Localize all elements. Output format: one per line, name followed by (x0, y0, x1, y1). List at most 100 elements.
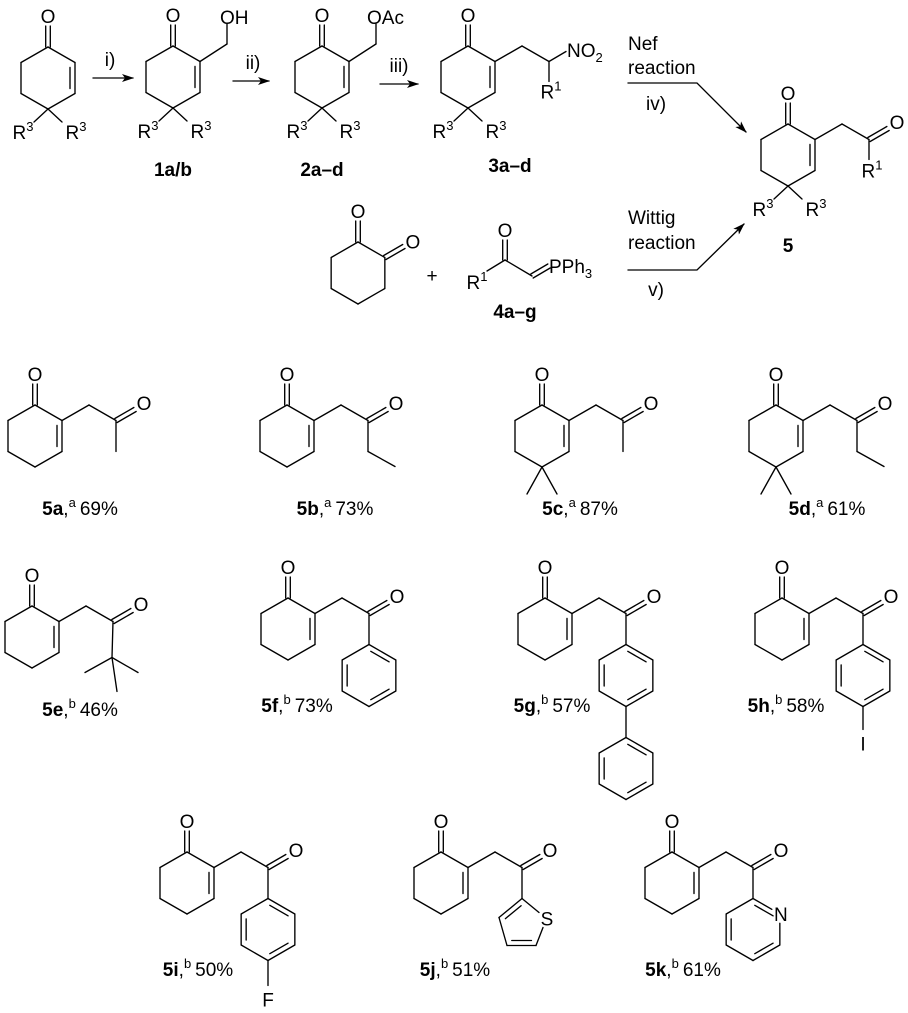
label-part: 4a–g (493, 302, 536, 323)
ring-bond (240, 944, 269, 962)
label-part: b (775, 692, 782, 707)
oxygen-atom: O (41, 7, 56, 28)
bond (340, 404, 369, 422)
ring-bond (760, 123, 789, 141)
label-part: O (280, 365, 295, 386)
oxygen-atom: O (461, 6, 476, 27)
ring-bond (862, 690, 891, 708)
ring-bond (787, 169, 816, 187)
label-part: 3 (79, 119, 86, 134)
label-part: 1 (480, 269, 487, 284)
bond (467, 851, 496, 869)
label-part: 2 (596, 50, 603, 65)
label-part: b (541, 692, 548, 707)
label-part: R (340, 122, 354, 143)
bond (595, 404, 624, 422)
oxygen-atom: O (405, 233, 420, 254)
ring-bond (781, 597, 810, 615)
label-part: R (862, 162, 876, 183)
label-part: a (816, 495, 824, 510)
ring-bond (240, 897, 269, 915)
double-bond (626, 603, 647, 617)
label-part: 1 (554, 79, 561, 94)
label-part: O (390, 587, 405, 608)
compound-label-2a-d: 2a–d (300, 160, 343, 181)
ring-bond (671, 851, 700, 869)
bond (111, 620, 114, 659)
wittig-label: Wittig (628, 208, 676, 229)
ring-bond (541, 404, 570, 422)
r3-group: R3 (191, 118, 212, 143)
label-part: v) (648, 280, 664, 301)
label-part: 46% (80, 700, 118, 721)
plus-sign: + (426, 266, 437, 287)
label-part: a (69, 495, 77, 510)
ring-bond (287, 597, 316, 615)
double-bond (368, 410, 389, 424)
label-part: b (184, 956, 191, 971)
double-bond-inner (754, 942, 774, 955)
label-part: reaction (628, 233, 696, 254)
bond (111, 656, 139, 674)
label-part: OH (220, 8, 249, 29)
label-part: 5a (42, 499, 64, 520)
oxygen-atom: O (774, 841, 789, 862)
double-bond-inner (269, 942, 289, 955)
bond (321, 107, 337, 122)
wittig-reaction-arrow (627, 223, 745, 271)
bond (58, 605, 87, 623)
oxygen-atom: O (647, 587, 662, 608)
compound-label-5: 5 (783, 236, 794, 257)
label-part: R (433, 122, 447, 143)
ring-bond (330, 241, 359, 259)
ring-bond (4, 605, 33, 623)
acetoxy-group: OAc (367, 8, 404, 29)
bond (240, 851, 269, 869)
ring-bond (287, 643, 316, 661)
label-part: iv) (646, 94, 666, 115)
label-part: O (774, 841, 789, 862)
label-part: O (878, 394, 893, 415)
label-part: R (486, 122, 500, 143)
ring-bond (7, 404, 36, 422)
label-part: O (890, 113, 905, 134)
label-part: Wittig (628, 208, 676, 229)
ring-bond (598, 643, 627, 661)
double-bond-inner (864, 650, 884, 663)
label-part: 2a–d (300, 160, 343, 181)
compound-label-1a-b: 1a/b (154, 160, 192, 181)
double-bond (623, 410, 644, 424)
r3-group: R3 (806, 196, 827, 221)
r1-group: R1 (541, 79, 562, 104)
label-part: 51% (452, 960, 490, 981)
bond (111, 656, 118, 693)
label-part: 5c (542, 499, 564, 520)
ring-bond (748, 450, 777, 468)
ring-bond (835, 643, 864, 661)
label-part: 3 (151, 118, 158, 133)
ring-bond (467, 91, 496, 109)
ring-bond (517, 597, 546, 615)
label-part: O (28, 365, 43, 386)
label-part: 1a/b (154, 160, 192, 181)
label-part: 87% (580, 499, 618, 520)
ring-bond (748, 404, 777, 422)
label-part: O (180, 812, 195, 833)
ring-bond (644, 851, 673, 869)
bond (88, 404, 117, 422)
label-part: b (69, 696, 76, 711)
label-part: NO (567, 41, 596, 62)
label-part: Nef (628, 34, 658, 55)
label-part: 3 (300, 118, 307, 133)
ring-bond (760, 169, 789, 187)
label-part: a (324, 495, 332, 510)
double-bond-inner (627, 781, 647, 794)
bond (521, 45, 550, 63)
bond (47, 108, 63, 123)
